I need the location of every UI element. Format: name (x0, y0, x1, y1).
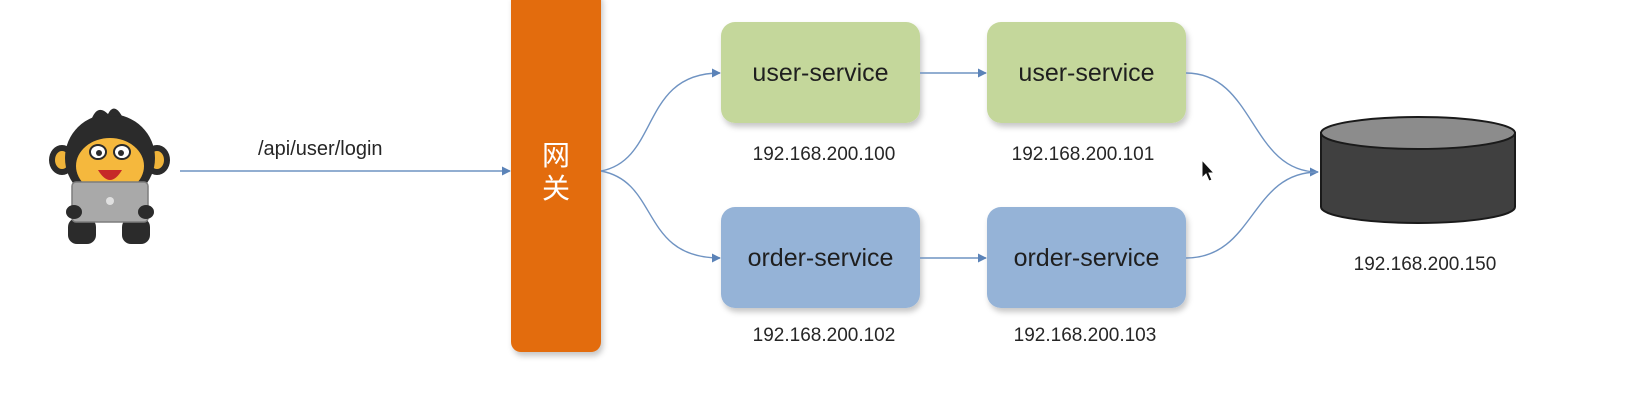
service-name: user-service (1018, 59, 1154, 87)
gateway-label-line1: 网 (542, 139, 570, 172)
service-name: order-service (1014, 244, 1160, 272)
user-to-database-arrow (1185, 72, 1319, 177)
order-to-database-arrow (1185, 171, 1319, 259)
order-service-node-2: order-service (987, 207, 1186, 308)
service-name: user-service (752, 59, 888, 87)
mouse-pointer-icon (1201, 158, 1216, 182)
gateway-to-user-arrow (600, 68, 721, 172)
user-service-node-2: user-service (987, 22, 1186, 123)
monkey-with-laptop-icon (49, 108, 170, 244)
database-ip: 192.168.200.150 (1354, 254, 1497, 275)
database-cylinder (1320, 116, 1516, 224)
service-name: order-service (748, 244, 894, 272)
gateway-to-order-arrow (600, 170, 721, 263)
gateway-node: 网 关 (511, 0, 601, 352)
gateway-label-line2: 关 (542, 172, 570, 205)
service-ip: 192.168.200.103 (1014, 325, 1157, 346)
service-ip: 192.168.200.101 (1012, 144, 1155, 165)
user-service-node-1: user-service (721, 22, 920, 123)
request-path-label: /api/user/login (258, 138, 383, 160)
service-ip: 192.168.200.100 (753, 144, 896, 165)
service-ip: 192.168.200.102 (753, 325, 896, 346)
order-service-node-1: order-service (721, 207, 920, 308)
